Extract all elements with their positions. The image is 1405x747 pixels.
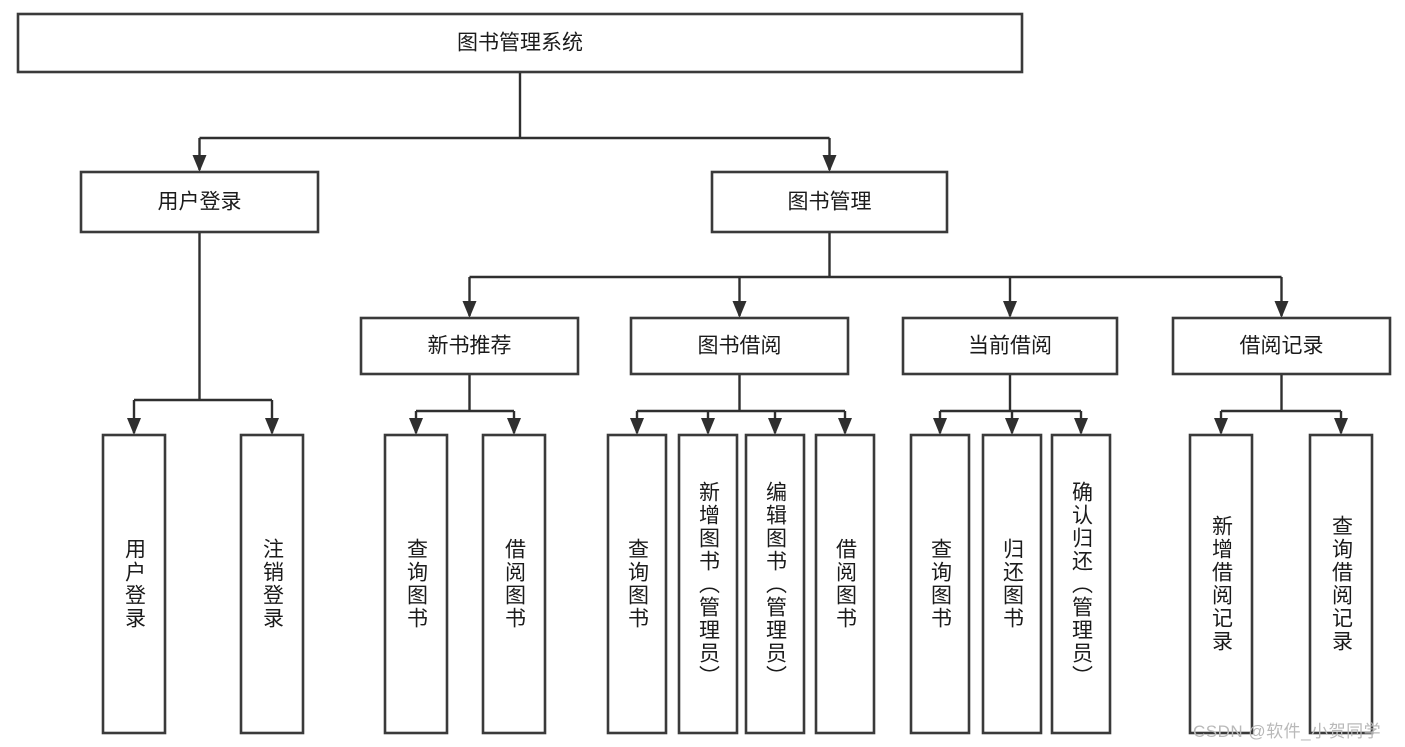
connector-layer [127,72,1348,435]
node-level2-1[interactable] [710,170,949,234]
arrow-head-icon [768,418,782,435]
node-root-label: 图书管理系统 [457,32,583,55]
arrow-head-icon [822,155,837,172]
arrow-head-icon [1214,418,1228,435]
arrow-head-icon [265,418,279,435]
node-level3-0-label: 新书推荐 [428,335,512,358]
node-leaf-4[interactable] [606,433,668,735]
arrow-head-icon [630,418,644,435]
node-level3-0[interactable] [359,316,580,376]
node-level2-0-label: 用户登录 [158,191,242,214]
node-level3-2[interactable] [901,316,1119,376]
node-leaf-2[interactable] [383,433,449,735]
node-level2-0[interactable] [79,170,320,234]
arrow-head-icon [732,301,747,318]
node-leaf-1[interactable] [239,433,305,735]
node-leaf-7[interactable] [814,433,876,735]
node-level3-3[interactable] [1171,316,1392,376]
arrow-head-icon [933,418,947,435]
node-box-layer [16,12,1392,735]
node-leaf-10[interactable] [1050,433,1112,735]
node-leaf-8[interactable] [909,433,971,735]
arrow-head-icon [409,418,423,435]
node-leaf-12[interactable] [1308,433,1374,735]
arrow-head-icon [701,418,715,435]
arrow-head-icon [462,301,477,318]
node-root[interactable] [16,12,1024,74]
arrow-head-icon [1005,418,1019,435]
node-leaf-11[interactable] [1188,433,1254,735]
csdn-watermark: CSDN @软件_小贺同学 [1193,722,1382,741]
node-leaf-6[interactable] [744,433,806,735]
arrow-head-icon [127,418,141,435]
node-level3-1[interactable] [629,316,850,376]
node-leaf-9[interactable] [981,433,1043,735]
arrow-head-icon [192,155,207,172]
arrow-head-icon [507,418,521,435]
node-level2-1-label: 图书管理 [788,191,872,214]
node-level3-3-label: 借阅记录 [1240,335,1324,358]
arrow-head-icon [838,418,852,435]
arrow-head-icon [1274,301,1289,318]
node-leaf-3[interactable] [481,433,547,735]
arrow-head-icon [1003,301,1017,318]
node-leaf-5[interactable] [677,433,739,735]
arrow-head-icon [1074,418,1088,435]
node-leaf-0[interactable] [101,433,167,735]
node-level3-2-label: 当前借阅 [968,335,1052,358]
node-level3-1-label: 图书借阅 [698,335,782,358]
arrow-head-icon [1334,418,1348,435]
